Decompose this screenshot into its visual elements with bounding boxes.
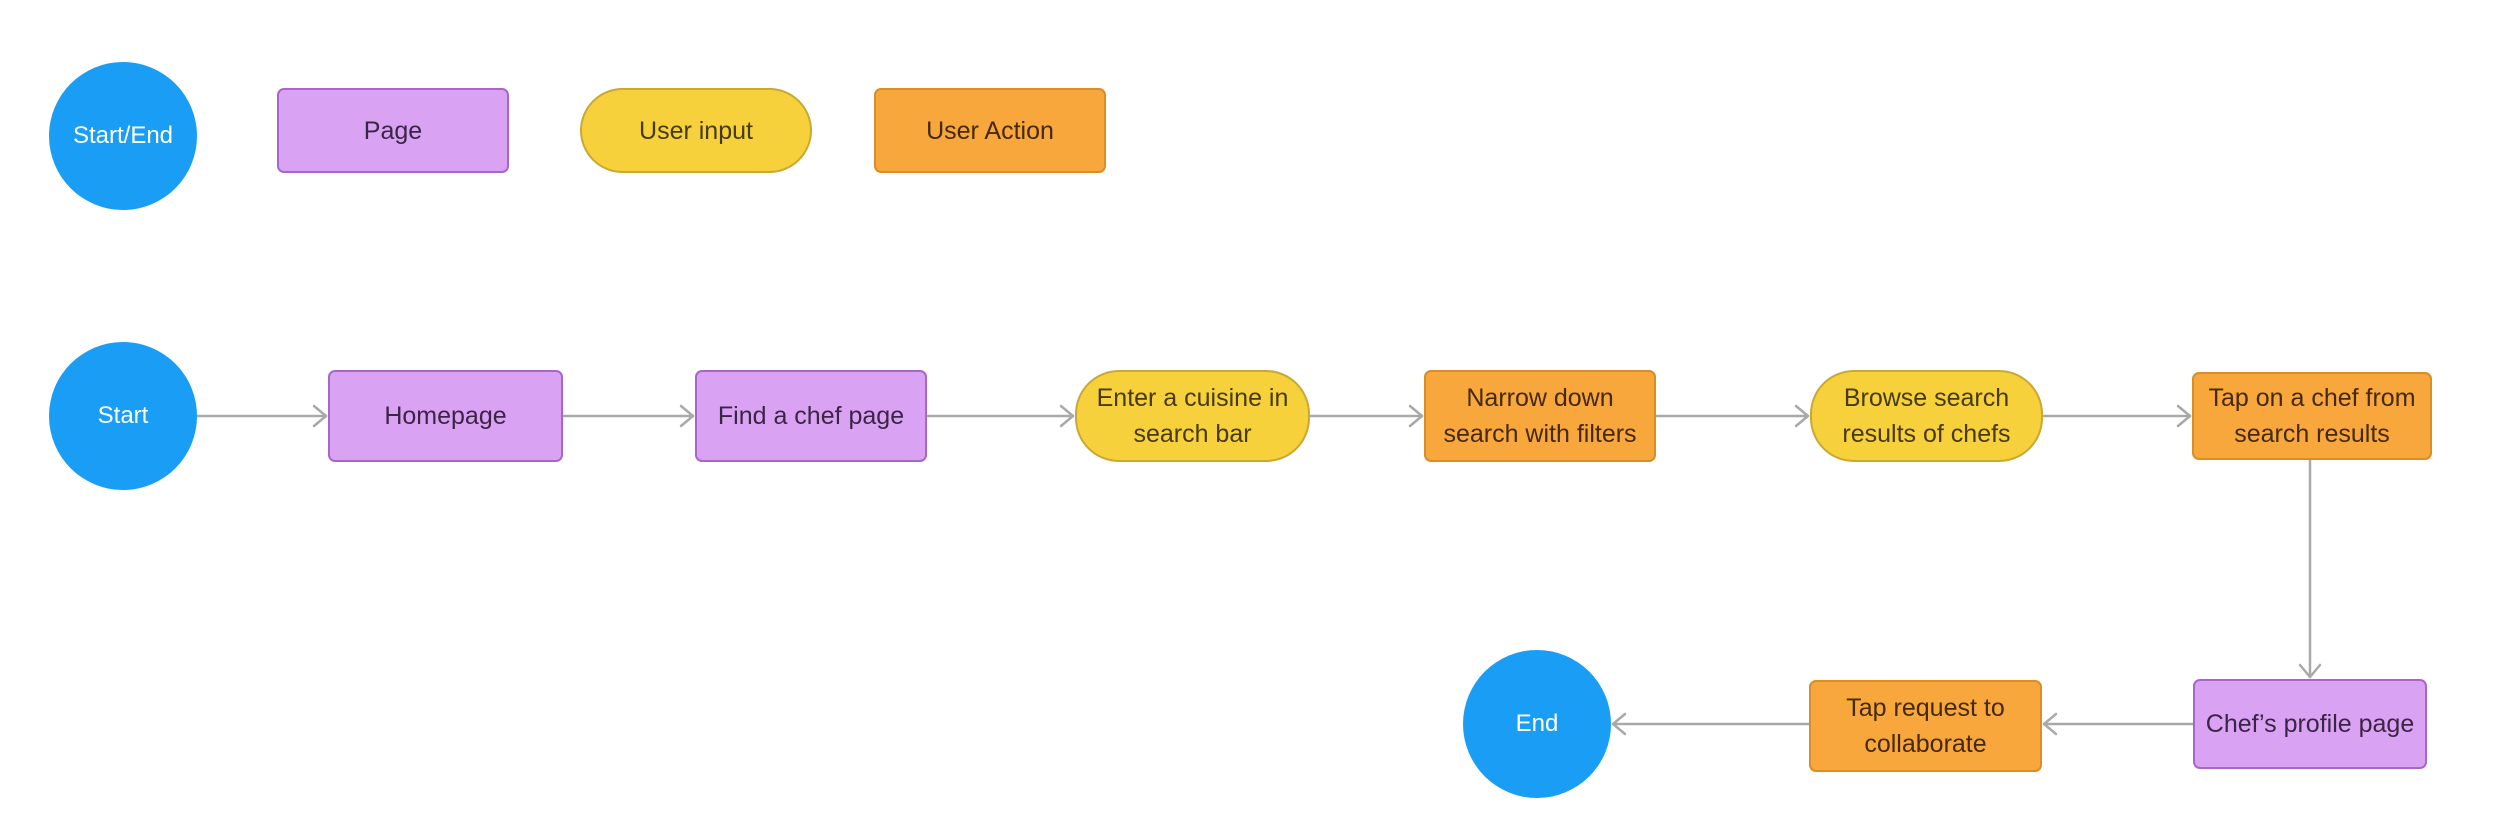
node-narrow-search-label: Narrow down search with filters bbox=[1443, 384, 1637, 448]
legend-page-label: Page bbox=[363, 116, 423, 145]
node-find-chef-page-label: Find a chef page bbox=[717, 402, 905, 430]
connector-tap-request-to-end[interactable] bbox=[1611, 712, 1811, 736]
legend-user-input-shape[interactable]: User input bbox=[580, 88, 812, 173]
node-start[interactable]: Start bbox=[49, 342, 197, 490]
node-enter-cuisine[interactable]: Enter a cuisine in search bar bbox=[1075, 370, 1310, 462]
legend-start-end-shape[interactable]: Start/End bbox=[49, 62, 197, 210]
connector-find-chef-to-enter-cuisine[interactable] bbox=[925, 404, 1075, 428]
node-narrow-search[interactable]: Narrow down search with filters bbox=[1424, 370, 1656, 462]
legend-user-action-shape[interactable]: User Action bbox=[874, 88, 1106, 173]
connector-enter-cuisine-to-narrow-search[interactable] bbox=[1308, 404, 1424, 428]
legend-user-action-label: User Action bbox=[926, 116, 1054, 145]
node-end[interactable]: End bbox=[1463, 650, 1611, 798]
node-find-chef-page[interactable]: Find a chef page bbox=[695, 370, 927, 462]
node-tap-chef[interactable]: Tap on a chef from search results bbox=[2192, 372, 2432, 460]
node-end-label: End bbox=[1515, 709, 1559, 737]
legend-user-input-label: User input bbox=[639, 116, 753, 145]
node-browse-results-label: Browse search results of chefs bbox=[1842, 384, 2011, 448]
node-start-label: Start bbox=[97, 401, 149, 429]
connector-browse-results-to-tap-chef[interactable] bbox=[2041, 404, 2192, 428]
connector-narrow-search-to-browse-results[interactable] bbox=[1654, 404, 1810, 428]
node-tap-request[interactable]: Tap request to collaborate bbox=[1809, 680, 2042, 772]
node-tap-chef-label: Tap on a chef from search results bbox=[2208, 384, 2416, 448]
node-homepage[interactable]: Homepage bbox=[328, 370, 563, 462]
legend-start-end-label: Start/End bbox=[72, 121, 174, 149]
connector-tap-chef-to-chef-profile[interactable] bbox=[2298, 458, 2322, 679]
legend-page-shape[interactable]: Page bbox=[277, 88, 509, 173]
node-tap-request-label: Tap request to collaborate bbox=[1846, 694, 2005, 758]
connector-start-to-homepage[interactable] bbox=[195, 404, 328, 428]
node-homepage-label: Homepage bbox=[384, 402, 507, 430]
node-enter-cuisine-label: Enter a cuisine in search bar bbox=[1096, 384, 1289, 448]
connector-homepage-to-find-chef[interactable] bbox=[561, 404, 695, 428]
node-browse-results[interactable]: Browse search results of chefs bbox=[1810, 370, 2043, 462]
node-chef-profile[interactable]: Chef’s profile page bbox=[2193, 679, 2427, 769]
node-chef-profile-label: Chef’s profile page bbox=[2205, 710, 2415, 738]
connector-chef-profile-to-tap-request[interactable] bbox=[2042, 712, 2195, 736]
